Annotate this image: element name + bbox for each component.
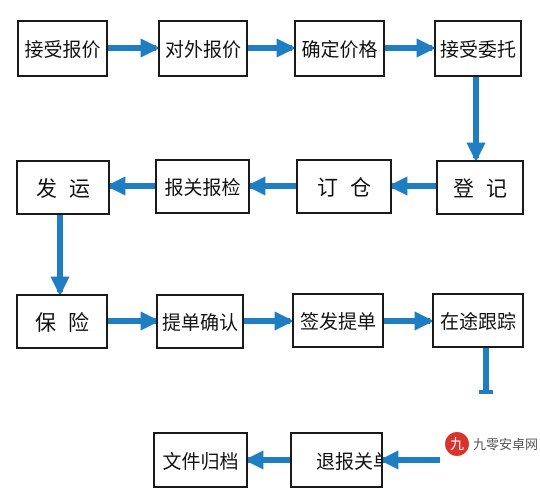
watermark-logo: 九 [445, 432, 469, 456]
step-accept-entrust: 接受委托 [434, 20, 522, 77]
site-watermark: 九 九零安卓网 [443, 428, 539, 460]
step-customs-inspection: 报关报检 [155, 159, 250, 214]
step-in-transit-tracking: 在途跟踪 [432, 293, 524, 348]
step-external-quote: 对外报价 [158, 20, 248, 77]
step-ship: 发运 [16, 160, 110, 215]
step-register: 登记 [436, 160, 524, 215]
nine-badge-icon [445, 432, 469, 456]
step-issue-bl: 签发提单 [292, 293, 384, 348]
step-book-space: 订仓 [296, 159, 392, 214]
step-customs-refund: 退报关单 [290, 432, 383, 488]
svg-text:九: 九 [450, 437, 464, 453]
watermark-logo-text: 九零安卓网 [473, 438, 539, 453]
step-confirm-price: 确定价格 [294, 20, 385, 77]
step-bl-confirm: 提单确认 [156, 294, 244, 349]
step-accept-quote: 接受报价 [17, 20, 108, 77]
step-file-archive: 文件归档 [153, 432, 248, 488]
step-insurance: 保险 [16, 294, 108, 349]
